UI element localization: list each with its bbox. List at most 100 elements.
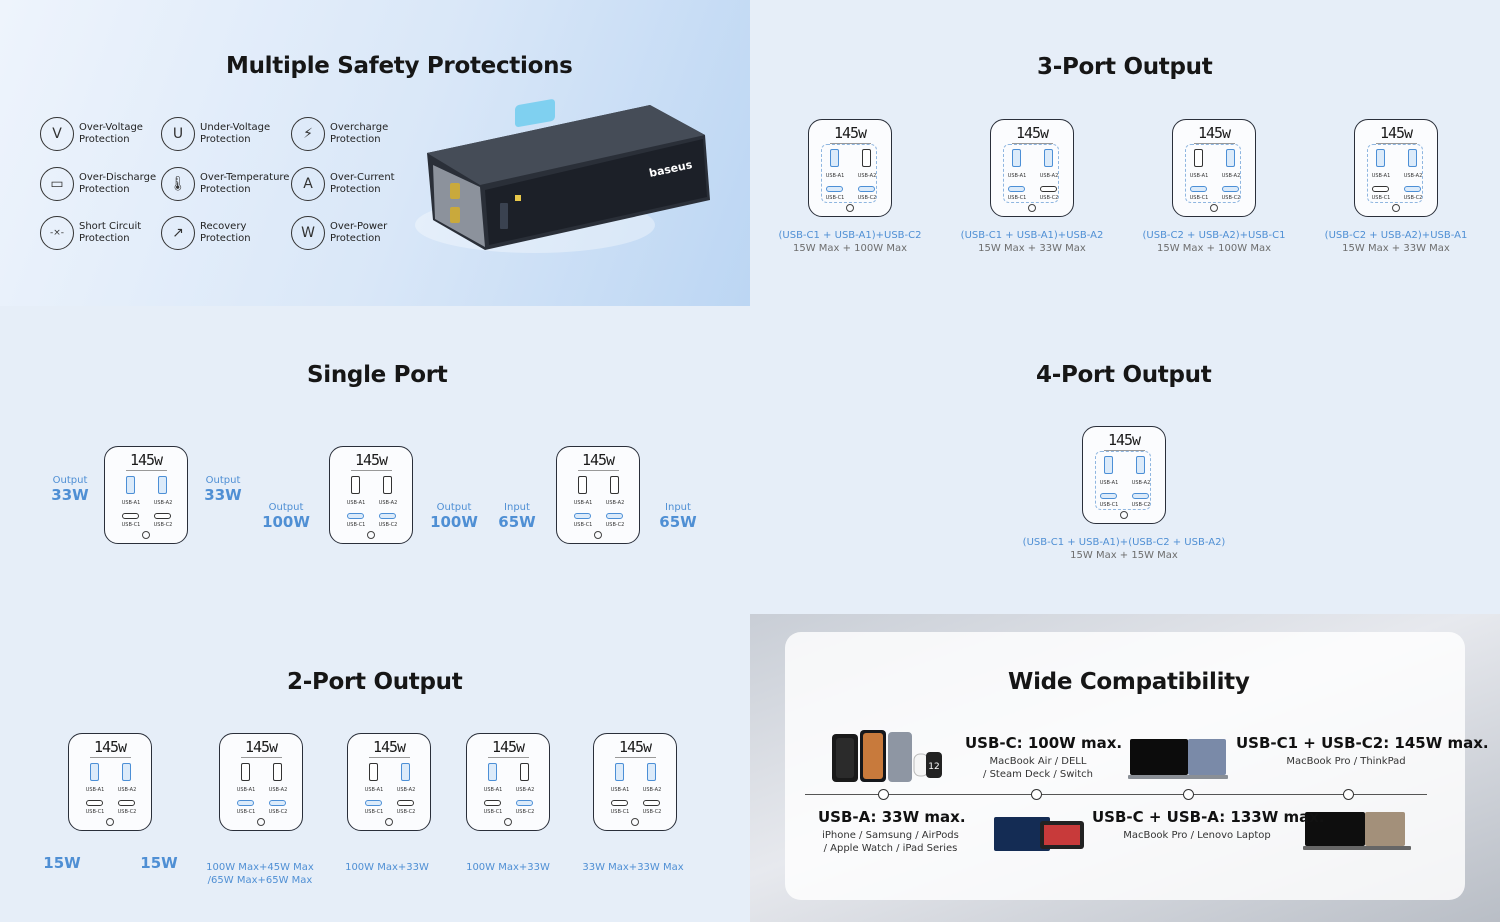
port-label: USB-C1 xyxy=(1189,195,1209,201)
usb-a1-port xyxy=(126,476,135,494)
phones-image: 12 xyxy=(832,730,942,782)
short-circuit-icon: -×- xyxy=(40,216,74,250)
port-label: USB-A1 xyxy=(85,787,105,793)
port-label: USB-A2 xyxy=(1131,480,1151,486)
usb-a1-port xyxy=(1376,149,1385,167)
devices-image xyxy=(994,817,1084,851)
watt-label: 145w xyxy=(348,738,430,758)
timeline-dot xyxy=(1031,789,1042,800)
protection-label: Protection xyxy=(200,134,251,145)
four-port-title: 4-Port Output xyxy=(1036,362,1212,388)
usb-a1-port xyxy=(90,763,99,781)
usb-c2-port xyxy=(1132,493,1149,499)
usb-c1-port xyxy=(1100,493,1117,499)
protection-label: Over-Temperature xyxy=(200,172,290,183)
port-label: USB-A1 xyxy=(364,787,384,793)
usb-a2-port xyxy=(383,476,392,494)
protection-label: Protection xyxy=(330,134,381,145)
watt-label: 145w xyxy=(1173,124,1255,144)
port-label: USB-C2 xyxy=(515,809,535,815)
compat-usb-c-a: USB-C + USB-A: 133W max. MacBook Pro / L… xyxy=(1092,808,1325,841)
usb-c2-port xyxy=(1222,186,1239,192)
thermometer-icon: 🌡 xyxy=(161,167,195,201)
usb-c1-port xyxy=(122,513,139,519)
protection-label: Over-Discharge xyxy=(79,172,157,183)
usb-a1-port xyxy=(369,763,378,781)
port-label: USB-A1 xyxy=(236,787,256,793)
compat-usb-c: USB-C: 100W max. MacBook Air / DELL / St… xyxy=(965,734,1123,780)
port-label: USB-C2 xyxy=(1403,195,1423,201)
indicator-dot xyxy=(1028,204,1036,212)
timeline-line xyxy=(805,794,1427,795)
port-label: USB-C2 xyxy=(642,809,662,815)
port-label: USB-C2 xyxy=(268,809,288,815)
indicator-dot xyxy=(367,531,375,539)
two-port-caption: 100W Max+33W xyxy=(345,862,429,873)
port-label: USB-A2 xyxy=(153,500,173,506)
indicator-dot xyxy=(1210,204,1218,212)
usb-a2-port xyxy=(520,763,529,781)
port-label: USB-C2 xyxy=(1221,195,1241,201)
laptop-image xyxy=(1128,739,1228,779)
usb-a1-port xyxy=(351,476,360,494)
port-label: USB-C1 xyxy=(364,809,384,815)
usb-a1-port xyxy=(1194,149,1203,167)
protection-label: Protection xyxy=(200,184,251,195)
port-label: USB-A1 xyxy=(346,500,366,506)
usb-a2-port xyxy=(862,149,871,167)
port-label: USB-C1 xyxy=(825,195,845,201)
usb-c1-port xyxy=(484,800,501,806)
indicator-dot xyxy=(142,531,150,539)
port-label: USB-A2 xyxy=(1403,173,1423,179)
usb-a2-port xyxy=(401,763,410,781)
timeline-dot xyxy=(878,789,889,800)
two-port-right-label: 15W xyxy=(140,854,178,872)
compat-usb-a: USB-A: 33W max. iPhone / Samsung / AirPo… xyxy=(818,808,966,854)
four-port-caption: (USB-C1 + USB-A1)+(USB-C2 + USB-A2)15W M… xyxy=(1022,537,1226,561)
safety-title: Multiple Safety Protections xyxy=(226,53,573,79)
over-discharge-icon: ▭ xyxy=(40,167,74,201)
port-label: USB-A2 xyxy=(642,787,662,793)
indicator-dot xyxy=(257,818,265,826)
usb-a2-port xyxy=(1136,456,1145,474)
port-label: USB-A2 xyxy=(1039,173,1059,179)
two-port-title: 2-Port Output xyxy=(287,669,463,695)
usb-c2-port xyxy=(516,800,533,806)
port-label: USB-C2 xyxy=(378,522,398,528)
usb-c2-port xyxy=(154,513,171,519)
usb-c1-port xyxy=(237,800,254,806)
compat-usb-c1-c2: USB-C1 + USB-C2: 145W max. MacBook Pro /… xyxy=(1236,734,1489,767)
two-port-caption: 33W Max+33W Max xyxy=(582,862,684,873)
port-label: USB-C2 xyxy=(1131,502,1151,508)
watt-label: 145w xyxy=(69,738,151,758)
port-label: USB-A1 xyxy=(825,173,845,179)
port-label: USB-C1 xyxy=(236,809,256,815)
watt-label: 145w xyxy=(991,124,1073,144)
usb-a2-port xyxy=(610,476,619,494)
port-label: USB-C1 xyxy=(610,809,630,815)
usb-c2-port xyxy=(643,800,660,806)
port-label: USB-A2 xyxy=(605,500,625,506)
protection-label: Recovery xyxy=(200,221,247,232)
port-label: USB-A1 xyxy=(483,787,503,793)
protection-label: Protection xyxy=(79,233,130,244)
port-label: USB-C2 xyxy=(605,522,625,528)
usb-a2-port xyxy=(122,763,131,781)
watt-label: 145w xyxy=(105,451,187,471)
usb-c2-port xyxy=(858,186,875,192)
